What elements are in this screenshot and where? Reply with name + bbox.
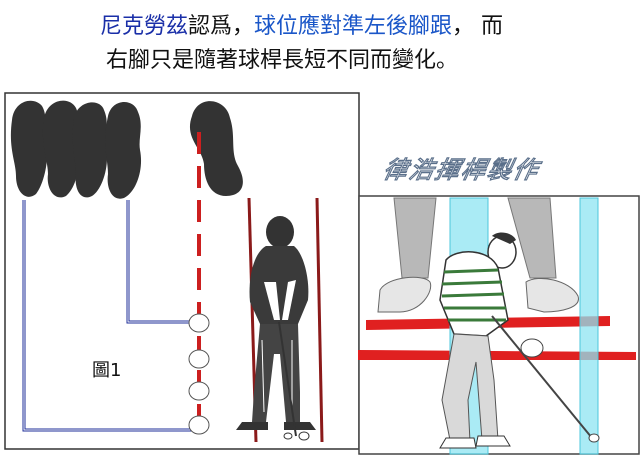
- left-diagram-panel: [4, 92, 360, 450]
- caption-line-2: 右腳只是隨著球桿長短不同而變化。: [106, 48, 459, 73]
- right-photo-panel: [358, 195, 640, 455]
- credit-text: 律浩揮桿製作: [380, 155, 543, 184]
- caption-tail: ， 而: [452, 14, 504, 39]
- golfer-illustration: [236, 197, 324, 443]
- caption-line-1: 尼克勞茲認爲，球位應對準左後腳跟， 而: [100, 12, 503, 42]
- footprint-icon: [10, 100, 243, 199]
- caption-verb: 認爲，: [188, 14, 255, 39]
- caption-name: 尼克勞茲: [100, 14, 189, 39]
- caption-highlight: 球位應對準左後腳跟: [254, 14, 453, 39]
- golf-ball-icon: [188, 313, 210, 435]
- figure-label: 圖1: [92, 360, 122, 381]
- standing-legs: [377, 197, 579, 313]
- golfer-illustration: [439, 232, 600, 449]
